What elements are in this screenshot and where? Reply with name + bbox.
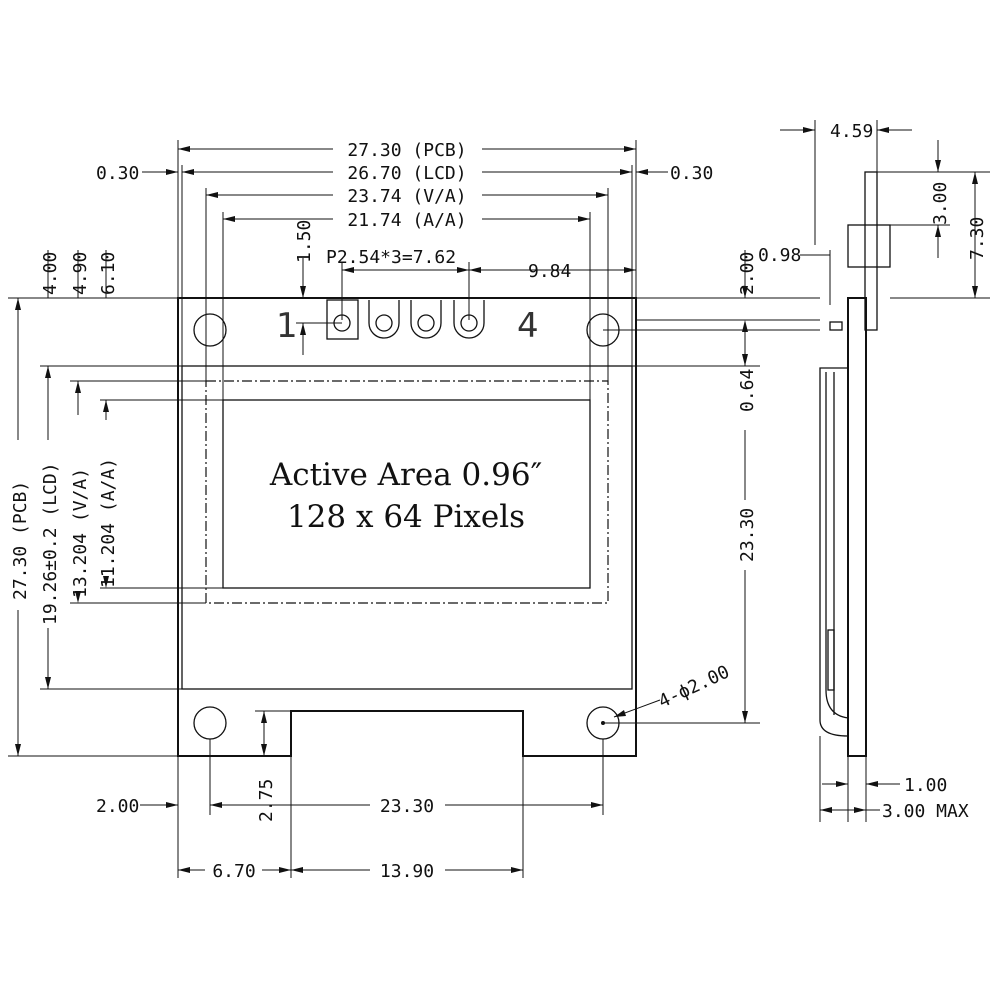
dim-hole-diameter: 4-ϕ2.00 — [655, 661, 733, 712]
pin-4-pad — [453, 300, 485, 339]
pin-3-hole — [417, 314, 435, 332]
side-pcb — [847, 297, 867, 757]
pin-3-pad — [410, 300, 442, 339]
dim-pin-total: 7.30 — [967, 217, 988, 260]
front-view: 1 4 Active Area 0.96″ 128 x 64 Pixels 27… — [8, 140, 820, 882]
dim-height-aa: 11.204 (A/A) — [98, 458, 119, 588]
dim-width-aa: 21.74 (A/A) — [347, 210, 466, 231]
active-area — [222, 399, 591, 589]
dim-hole-span-h: 23.30 — [380, 796, 434, 817]
dim-height-pcb: 27.30 (PCB) — [10, 481, 31, 600]
dim-notch-depth: 2.75 — [256, 779, 277, 822]
dim-pin-length: 4.59 — [830, 121, 873, 142]
dim-max-thickness: 3.00 MAX — [882, 801, 969, 822]
dim-margin-right: 0.30 — [670, 163, 713, 184]
active-area-caption: Active Area 0.96″ — [269, 457, 542, 493]
dim-height-va: 13.204 (V/A) — [70, 468, 91, 598]
top-dimensions: 27.30 (PCB) 26.70 (LCD) 0.30 0.30 23.74 … — [96, 140, 713, 400]
pixel-resolution-caption: 128 x 64 Pixels — [287, 499, 525, 535]
dim-offset-aa: 6.10 — [98, 252, 119, 295]
side-pin — [864, 171, 878, 331]
dim-hole-left: 2.00 — [96, 796, 139, 817]
pin-2-pad — [368, 300, 400, 339]
dim-pin-gap: 0.98 — [758, 245, 801, 266]
dim-header-height: 3.00 — [930, 182, 951, 225]
dim-notch-width: 13.90 — [380, 861, 434, 882]
lcd-outline — [181, 365, 633, 690]
dim-notch-left: 6.70 — [212, 861, 255, 882]
dim-pin-pitch: P2.54*3=7.62 — [326, 247, 456, 268]
dim-width-lcd: 26.70 (LCD) — [347, 163, 466, 184]
pin-4-label: 4 — [517, 306, 539, 346]
side-flex-cable — [827, 629, 835, 691]
mounting-hole-bottom-left — [193, 706, 227, 740]
bottom-dimensions: 2.00 23.30 2.75 6.70 13.90 — [96, 710, 604, 882]
side-view: 4.59 3.00 7.30 0.98 1.00 3.00 MAX — [758, 120, 990, 822]
side-header-block — [847, 224, 891, 268]
left-dimensions: 27.30 (PCB) 19.26±0.2 (LCD) 13.204 (V/A)… — [8, 250, 223, 757]
dim-hole-span-v: 23.30 — [737, 508, 758, 562]
pin-1-label: 1 — [276, 306, 298, 346]
pin-header: 1 4 — [276, 299, 539, 346]
dim-height-lcd: 19.26±0.2 (LCD) — [40, 462, 61, 625]
pin-2-hole — [375, 314, 393, 332]
side-glass — [819, 367, 849, 737]
pcb-outline — [177, 297, 637, 757]
dim-margin-left: 0.30 — [96, 163, 139, 184]
dim-width-pcb: 27.30 (PCB) — [347, 140, 466, 161]
dim-pin-offset: 9.84 — [528, 261, 571, 282]
dim-gap-top: 2.00 — [737, 252, 758, 295]
visible-area — [205, 380, 609, 604]
dim-width-va: 23.74 (V/A) — [347, 186, 466, 207]
mounting-hole-top-left — [193, 313, 227, 347]
dim-lcd-offset: 0.64 — [737, 369, 758, 412]
dim-pin-y: 1.50 — [294, 220, 315, 263]
dim-pcb-thickness: 1.00 — [904, 775, 947, 796]
dim-offset-va: 4.90 — [70, 252, 91, 295]
dim-offset-lcd: 4.00 — [40, 252, 61, 295]
